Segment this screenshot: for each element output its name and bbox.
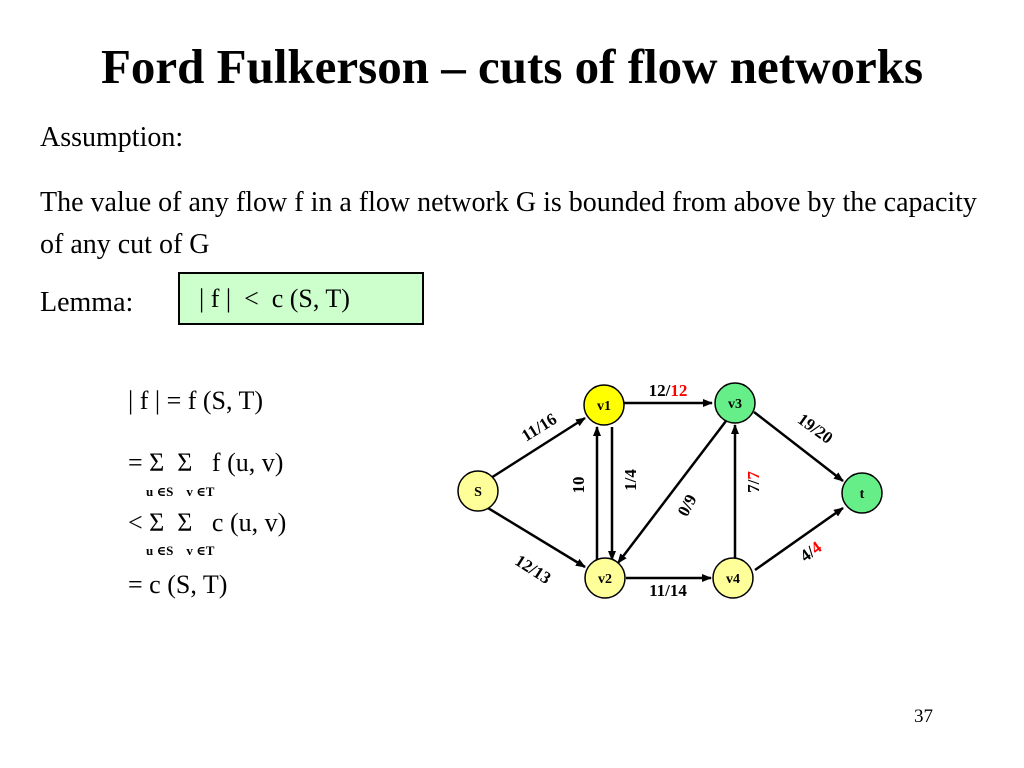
- lemma-formula: | f | < c (S, T): [199, 284, 350, 313]
- node-v4-label: v4: [726, 572, 740, 587]
- proof-line-1: | f | = f (S, T): [128, 386, 264, 415]
- page-number: 37: [914, 706, 933, 727]
- node-v2: [584, 557, 626, 599]
- edge-s-v2-label: 12/13: [512, 551, 555, 588]
- node-t-label: t: [860, 487, 865, 502]
- edge-v1-v3-flow: 12/: [649, 381, 671, 400]
- edge-v4-t-label: 4/4: [796, 537, 825, 565]
- node-v3: [714, 382, 756, 424]
- node-t: [841, 472, 883, 514]
- lemma-box: | f | < c (S, T): [178, 272, 424, 325]
- edge-v1-v3-capacity: 12: [670, 381, 687, 400]
- lemma-label: Lemma:: [40, 287, 134, 318]
- edge-v4-t: [754, 506, 844, 572]
- assumption-statement: The value of any flow f in a flow networ…: [40, 187, 977, 260]
- proof-line-2-subscript: u ∈S v ∈T: [146, 484, 215, 499]
- slide-title: Ford Fulkerson – cuts of flow networks: [100, 39, 924, 94]
- edge-v3-v2-label: 0/9: [674, 491, 701, 519]
- node-v1: [583, 384, 625, 426]
- node-s: [457, 470, 499, 512]
- edge-s-v1-label: 11/16: [518, 409, 560, 445]
- proof-line-4: = c (S, T): [128, 570, 228, 599]
- edge-v4-v3-flow: 7/: [744, 479, 763, 493]
- edge-v2-v4-label: 11/14: [649, 581, 687, 600]
- edge-v3-t: [753, 411, 844, 482]
- proof-line-3: < Σ Σ c (u, v): [128, 508, 287, 537]
- node-v2-label: v2: [598, 572, 612, 587]
- edge-v2-v1-label: 10: [569, 477, 588, 494]
- edge-v3-v2: [617, 420, 727, 564]
- node-v1-label: v1: [597, 399, 611, 414]
- edge-v1-v3-label: 12/12: [649, 381, 688, 400]
- edge-v1-v2-label: 1/4: [621, 469, 640, 491]
- proof-line-2: = Σ Σ f (u, v): [128, 448, 284, 477]
- edge-v3-t-label: 19/20: [794, 409, 837, 447]
- proof-line-3-subscript: u ∈S v ∈T: [146, 543, 215, 558]
- node-v3-label: v3: [728, 397, 742, 412]
- edge-s-v1: [482, 416, 586, 485]
- assumption-label: Assumption:: [40, 122, 184, 153]
- edge-v4-v3-label: 7/7: [744, 471, 763, 493]
- edge-v4-v3-capacity: 7: [744, 471, 763, 480]
- node-s-label: S: [474, 485, 482, 500]
- edge-s-v2: [482, 503, 586, 569]
- node-v4: [712, 557, 754, 599]
